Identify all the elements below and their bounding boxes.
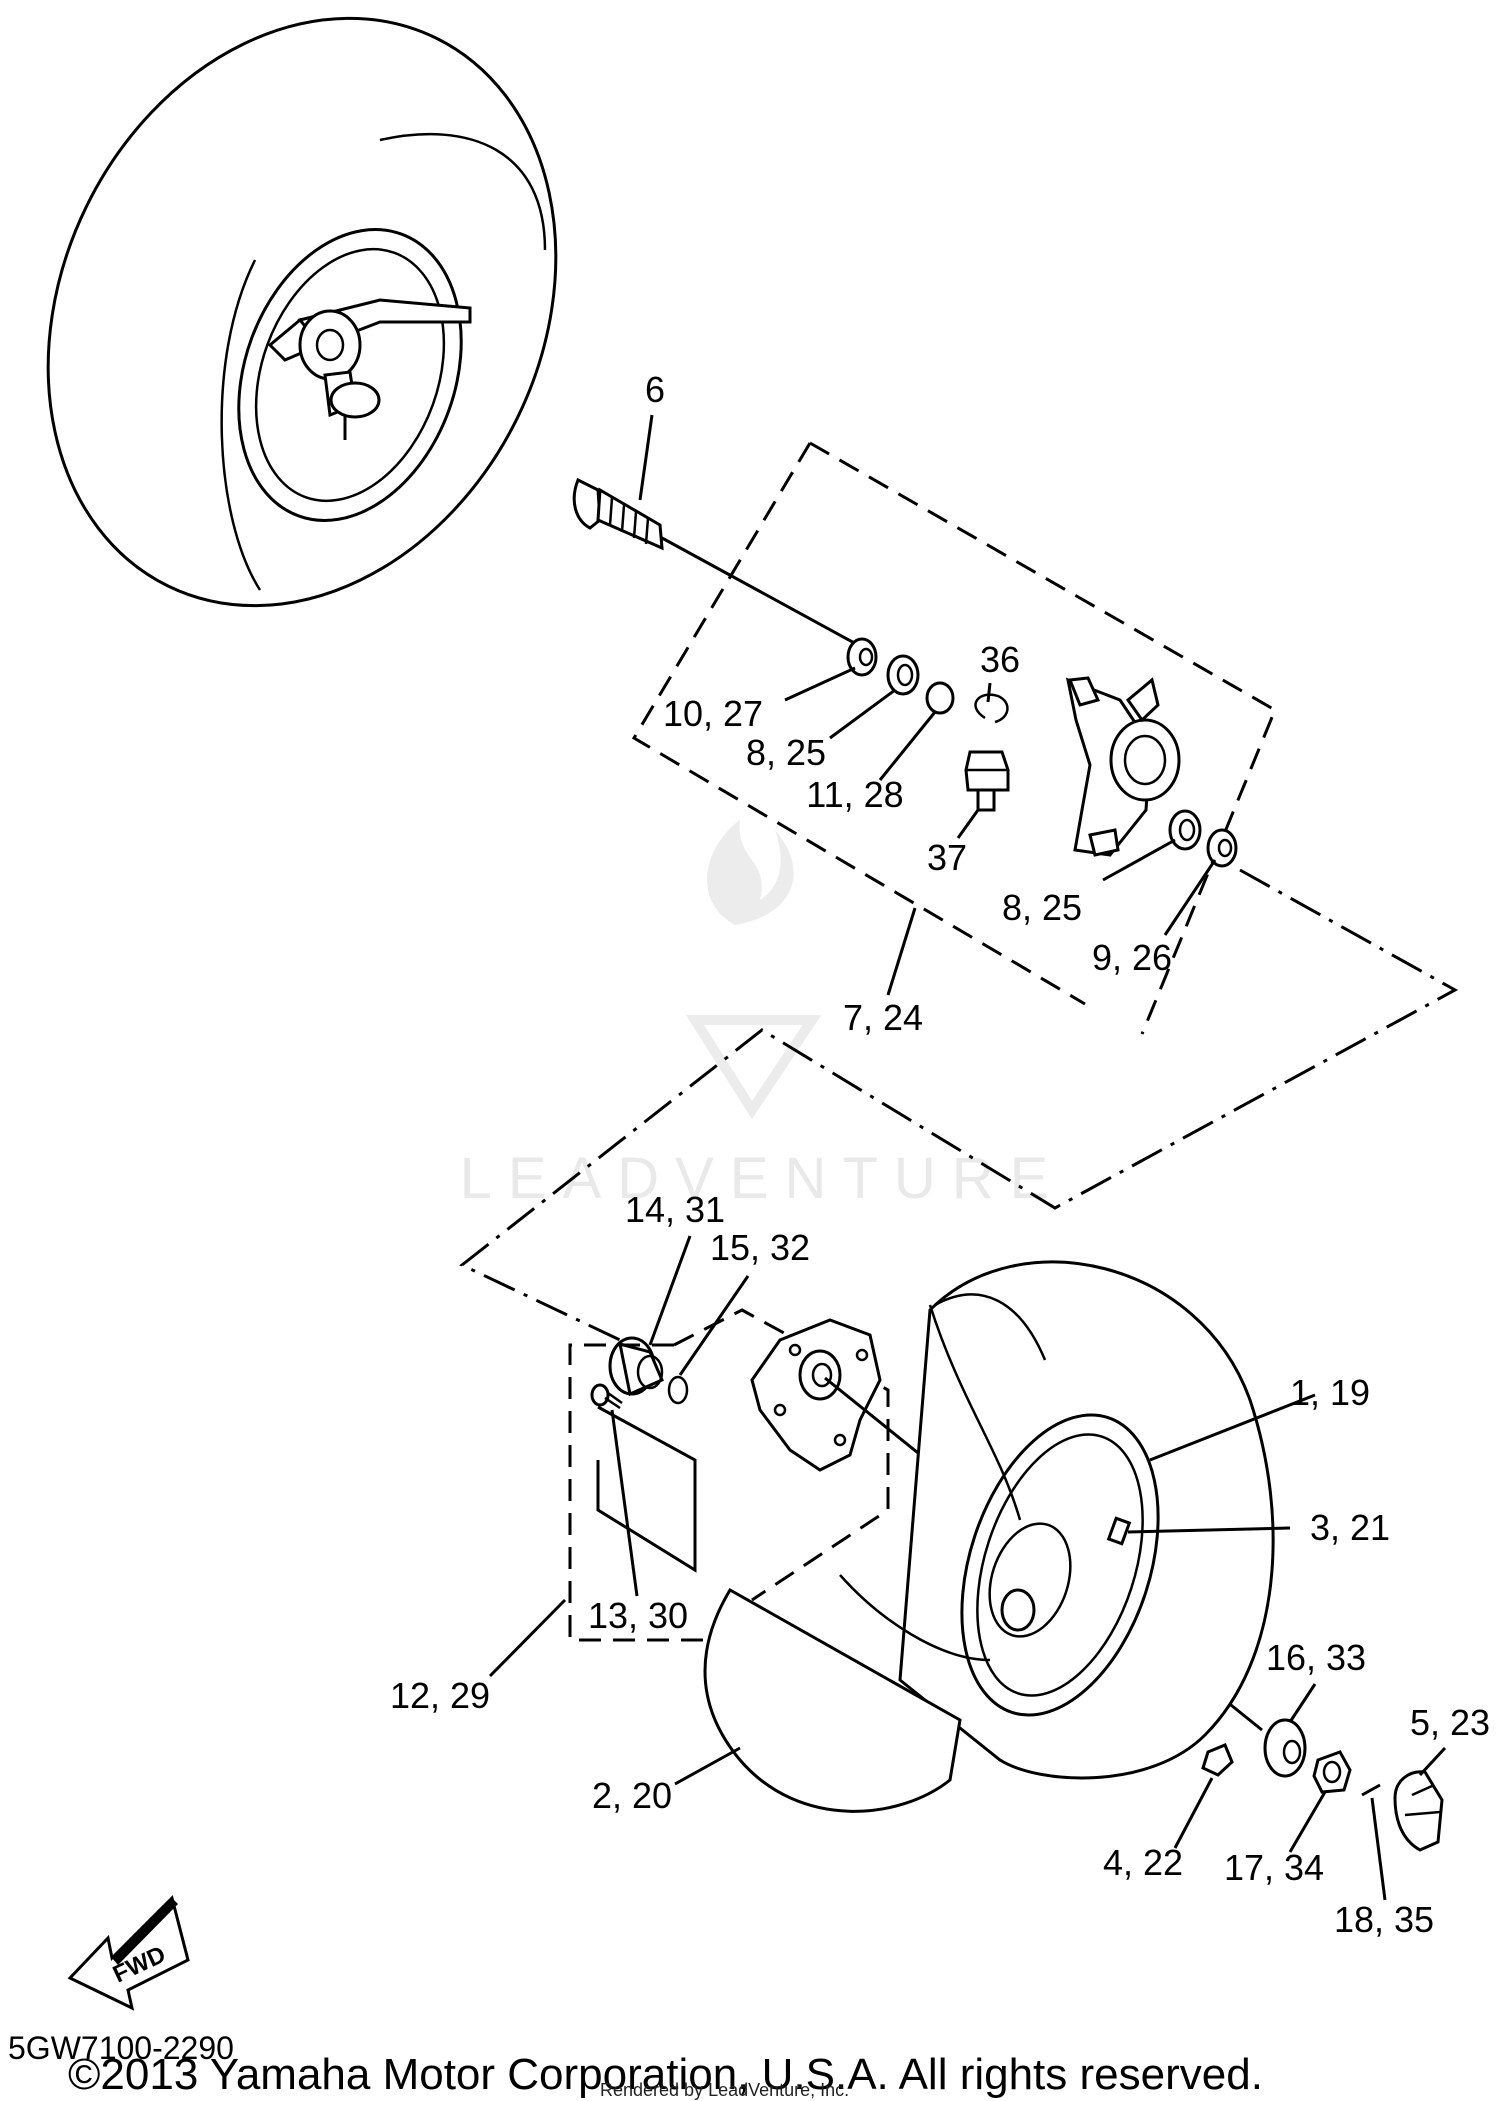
rendered-by-notice: Rendered by LeadVenture, Inc. — [600, 2080, 850, 2100]
callout-2-20: 2, 20 — [592, 1775, 672, 1816]
part-15-32-o-ring — [667, 1375, 689, 1405]
part-7-knuckle-kit-outline — [631, 441, 1277, 1035]
part-10-27-seal — [846, 637, 878, 677]
callout-13-30: 13, 30 — [588, 1595, 688, 1636]
part-37-ball-joint — [964, 750, 1010, 812]
part-16-33-washer — [1263, 1718, 1307, 1778]
callout-9-26: 9, 26 — [1092, 937, 1172, 978]
part-8-25-bearing-a — [886, 654, 920, 696]
assembly-centerline — [459, 868, 1459, 1342]
callout-8-25a: 8, 25 — [746, 732, 826, 773]
part-11-28-collar — [925, 681, 955, 715]
callouts-upper: 10, 27 8, 25 11, 28 36 37 8, 25 9, 26 7,… — [663, 639, 1217, 1038]
part-4-22-nut — [1201, 1743, 1234, 1777]
callout-10-27: 10, 27 — [663, 693, 763, 734]
callout-4-22: 4, 22 — [1103, 1842, 1183, 1883]
diagram-code: 5GW7100-2290 — [8, 2030, 234, 2066]
callout-17-34: 17, 34 — [1224, 1847, 1324, 1888]
callout-15-32: 15, 32 — [710, 1227, 810, 1268]
watermark-text: LEADVENTURE — [460, 1146, 1065, 1211]
callout-7-24: 7, 24 — [843, 997, 923, 1038]
copyright-notice: ©2013 Yamaha Motor Corporation, U.S.A. A… — [68, 2050, 1263, 2099]
part-8-25-bearing-b — [1168, 809, 1202, 851]
callout-12-29: 12, 29 — [390, 1675, 490, 1716]
callout-18-35: 18, 35 — [1334, 1899, 1434, 1940]
callout-6: 6 — [645, 369, 665, 410]
callout-8-25b: 8, 25 — [1002, 887, 1082, 928]
part-18-35-cotter-pin — [1361, 1783, 1381, 1797]
callouts-lower: 14, 31 15, 32 1, 19 3, 21 13, 30 12, 29 … — [390, 1189, 1490, 1940]
assembled-wheel-illustration — [46, 16, 558, 608]
callout-16-33: 16, 33 — [1266, 1637, 1366, 1678]
part-36-circlip — [974, 693, 1009, 724]
part-9-26-seal — [1206, 828, 1238, 868]
callout-36: 36 — [980, 639, 1020, 680]
part-knuckle — [1065, 676, 1181, 857]
callout-11-28: 11, 28 — [806, 774, 903, 815]
part-17-34-castle-nut — [1312, 1750, 1352, 1794]
part-14-31-spacer — [608, 1336, 664, 1397]
part-6-axle: 6 — [572, 369, 859, 647]
part-13-30-bolt — [590, 1383, 623, 1410]
callout-14-31: 14, 31 — [625, 1189, 725, 1230]
lower-wheel — [703, 1260, 1275, 1813]
leadventure-watermark: LEADVENTURE — [460, 820, 1065, 1211]
callout-5-23: 5, 23 — [1410, 1702, 1490, 1743]
part-5-23-cap — [1393, 1770, 1444, 1852]
part-hub — [750, 1318, 882, 1472]
fwd-arrow-icon: FWD — [67, 1895, 190, 2011]
part-12-29-hub-outline — [568, 1308, 890, 1642]
callout-37: 37 — [927, 837, 967, 878]
callout-3-21: 3, 21 — [1310, 1507, 1390, 1548]
callout-1-19: 1, 19 — [1290, 1372, 1370, 1413]
